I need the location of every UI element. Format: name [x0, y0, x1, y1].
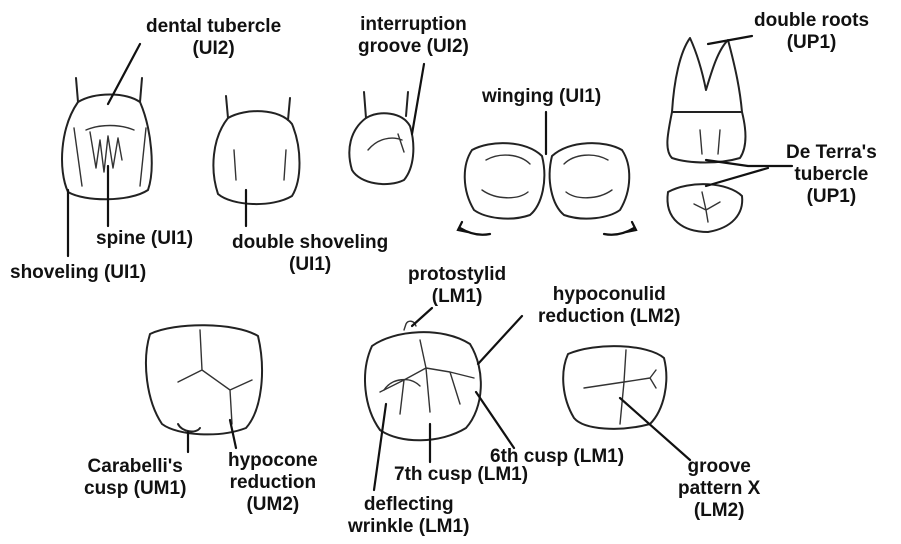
label-winging: winging (UI1): [482, 86, 601, 108]
label-dental-tubercle: dental tubercle(UI2): [146, 16, 281, 60]
label-spine: spine (UI1): [96, 228, 193, 250]
winging-incisors-drawing: [458, 143, 636, 235]
leader-deflecting-wrinkle: [374, 404, 386, 490]
incisor-shoveling-drawing: [62, 78, 152, 199]
incisor-interruption-groove-drawing: [349, 92, 413, 184]
leader-groove-pattern-x: [620, 398, 690, 460]
leader-de-terra-1: [706, 160, 792, 166]
label-protostylid: protostylid(LM1): [408, 264, 506, 308]
label-double-shoveling: double shoveling(UI1): [232, 232, 388, 276]
label-seventh-cusp: 7th cusp (LM1): [394, 464, 528, 486]
label-double-roots: double roots(UP1): [754, 10, 869, 54]
lower-molar-lm2-drawing: [563, 346, 666, 429]
leader-sixth-cusp: [476, 392, 514, 448]
leader-double-roots: [708, 36, 752, 44]
leader-hypoconulid: [478, 316, 522, 364]
leader-protostylid: [412, 308, 432, 326]
incisor-double-shoveling-drawing: [213, 96, 299, 204]
leader-de-terra-2: [706, 168, 768, 186]
premolar-double-roots-drawing: [667, 38, 745, 232]
label-shoveling: shoveling (UI1): [10, 262, 146, 284]
leader-hypocone: [230, 420, 236, 448]
leader-interruption-groove: [412, 64, 424, 134]
upper-molar-carabelli-drawing: [146, 325, 262, 434]
